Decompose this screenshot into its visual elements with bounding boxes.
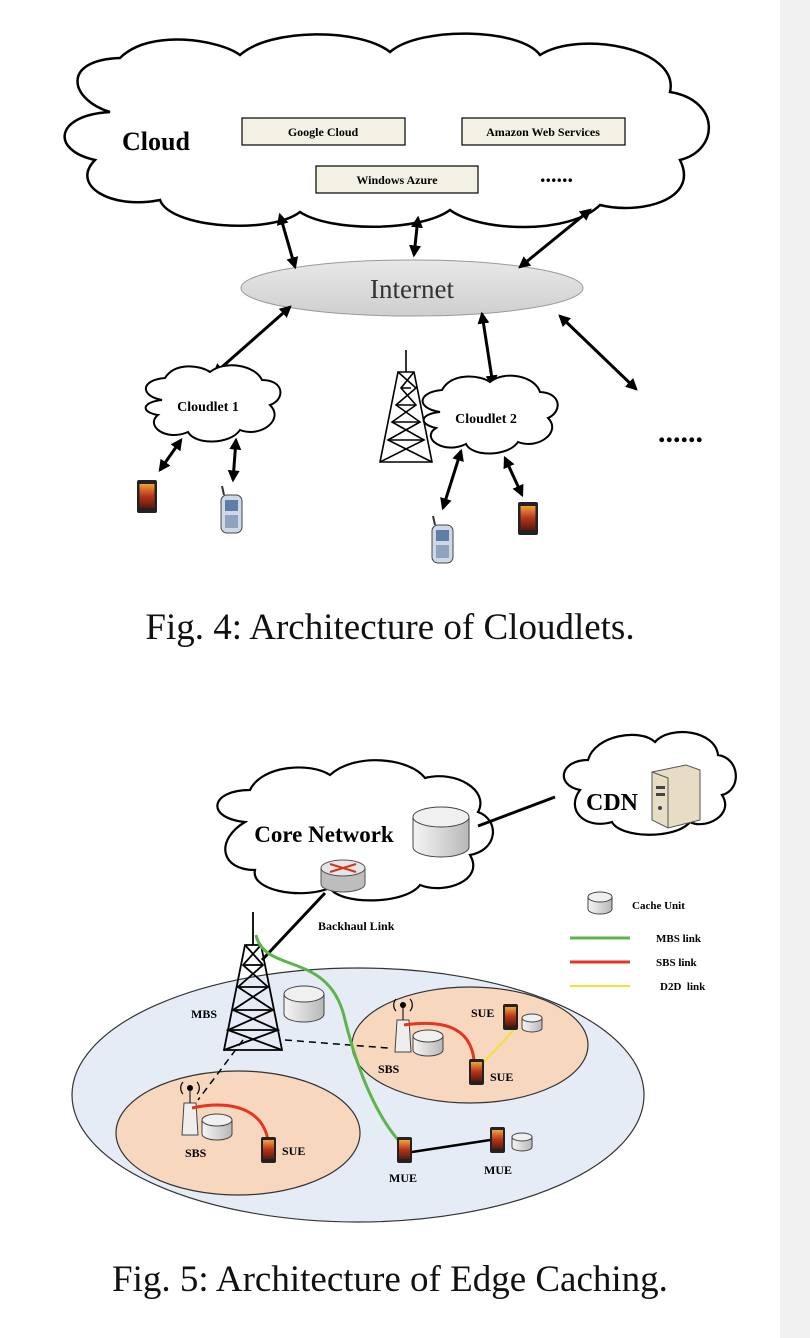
cdn-cloud xyxy=(562,730,737,836)
legend-sbs-label: SBS link xyxy=(656,957,698,969)
mbs-sbs-backhaul-left xyxy=(197,1039,244,1101)
sbs-left-cache-icon xyxy=(201,1113,233,1141)
edge-caching-architecture-diagram: Core Network CDN Backhaul Link MBS xyxy=(71,730,737,1223)
feature-phone-icon xyxy=(431,515,454,564)
sbs-left-label: SBS xyxy=(185,1146,207,1160)
sbs-right-cache-icon xyxy=(412,1029,444,1057)
core-cdn-link xyxy=(477,795,556,828)
sue-top-cache-icon xyxy=(521,1013,543,1033)
mue-right-phone-icon xyxy=(490,1127,505,1153)
d2d-link xyxy=(482,1029,515,1064)
legend: Cache Unit MBS link SBS link D2D link xyxy=(570,891,706,993)
mue-left-label: MUE xyxy=(389,1171,417,1185)
cache-unit-icon xyxy=(412,806,470,858)
legend-mbs-label: MBS link xyxy=(656,933,702,945)
internet-label: Internet xyxy=(370,274,454,304)
mbs-tower-icon xyxy=(222,912,284,1051)
cloud-label: Cloud xyxy=(122,127,190,156)
mbs-link-to-mue xyxy=(254,934,402,1144)
mbs-label: MBS xyxy=(191,1007,217,1021)
smartphone-icon xyxy=(137,480,157,513)
cloudlet-2-label: Cloudlet 2 xyxy=(455,412,517,427)
cell-tower-icon xyxy=(379,350,433,463)
provider-box-aws: Amazon Web Services xyxy=(461,117,626,146)
figure-4-caption: Fig. 4: Architecture of Cloudlets. xyxy=(145,607,635,648)
legend-cache-unit-icon xyxy=(587,891,613,915)
mue-d2d-link xyxy=(411,1138,491,1154)
provider-label-google: Google Cloud xyxy=(288,125,359,139)
cloudlet-1-label: Cloudlet 1 xyxy=(177,400,239,415)
internet-cloudlet-arrows xyxy=(212,305,638,391)
server-icon xyxy=(651,764,701,829)
sue-left-label: SUE xyxy=(282,1144,305,1158)
mue-right-label: MUE xyxy=(484,1163,512,1177)
cloud-internet-arrows xyxy=(276,208,592,270)
core-network-cloud xyxy=(216,759,494,902)
cloudlet-2-shape xyxy=(421,374,559,455)
device-arrows xyxy=(158,437,524,511)
cloudlet-1-shape xyxy=(144,364,282,443)
router-icon xyxy=(320,859,366,893)
provider-label-aws: Amazon Web Services xyxy=(486,125,600,139)
provider-box-google: Google Cloud xyxy=(241,117,406,146)
sbs-link-right xyxy=(403,1021,476,1061)
sue-bottom-label: SUE xyxy=(490,1070,513,1084)
sue-top-label: SUE xyxy=(471,1006,494,1020)
feature-phone-icon xyxy=(220,485,243,534)
legend-cache-unit-label: Cache Unit xyxy=(632,900,685,912)
cloudlet-architecture-diagram: Cloud Google Cloud Amazon Web Services W… xyxy=(63,32,710,564)
sue-top-phone-icon xyxy=(503,1004,518,1030)
more-cloudlets-ellipsis: ...... xyxy=(658,416,703,449)
internet-ellipse xyxy=(240,259,584,317)
backhaul-label: Backhaul Link xyxy=(318,919,395,933)
sue-bottom-phone-icon xyxy=(469,1059,484,1085)
mue-left-phone-icon xyxy=(397,1137,412,1163)
sbs-left-icon xyxy=(180,1081,200,1136)
provider-label-azure: Windows Azure xyxy=(356,173,438,187)
smartphone-icon xyxy=(518,502,538,535)
sbs-right-icon xyxy=(393,998,413,1053)
backhaul-link xyxy=(260,891,327,962)
cdn-label: CDN xyxy=(586,790,639,816)
legend-d2d-label: D2D link xyxy=(660,981,706,993)
page-scrollbar[interactable] xyxy=(780,0,810,1338)
mue-right-cache-icon xyxy=(511,1132,533,1152)
sue-left-phone-icon xyxy=(261,1137,276,1163)
sbs-link-left xyxy=(191,1103,270,1141)
mbs-sbs-backhaul-right xyxy=(284,1039,389,1049)
mbs-cache-icon xyxy=(283,985,325,1023)
provider-box-azure: Windows Azure xyxy=(315,165,479,194)
small-cell-area-left xyxy=(115,1070,361,1196)
provider-ellipsis: ...... xyxy=(540,162,573,187)
core-network-label: Core Network xyxy=(254,822,394,847)
sbs-right-label: SBS xyxy=(378,1062,400,1076)
figure-5-caption: Fig. 5: Architecture of Edge Caching. xyxy=(112,1259,668,1300)
